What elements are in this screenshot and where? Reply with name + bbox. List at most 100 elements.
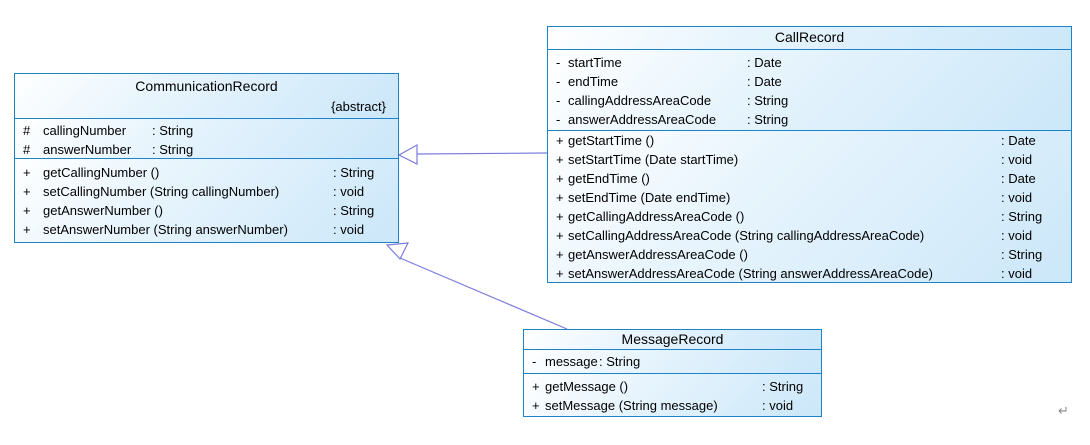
methods-compartment: +getMessage (): String + setMessage (Stri…	[524, 373, 821, 416]
method-return-type: : String	[333, 203, 375, 218]
generalization-triangle-icon	[385, 242, 410, 261]
attribute-name: answerAddressAreaCode	[568, 112, 717, 127]
method-signature: setCallingAddressAreaCode (String callin…	[568, 228, 925, 243]
method-row: + getStartTime () : Date	[548, 131, 1071, 150]
generalization-messagerecord[interactable]	[385, 242, 568, 330]
method-row: + setAnswerNumber (String answerNumber) : …	[15, 220, 398, 239]
method-signature: setCallingNumber (String callingNumber)	[43, 184, 280, 199]
attribute-type: : Date	[747, 55, 782, 70]
attribute-type: : String	[747, 93, 789, 108]
method-row: + setCallingAddressAreaCode (String calli…	[548, 226, 1071, 245]
class-title: CallRecord	[774, 29, 845, 45]
method-return-type: : void	[1001, 152, 1033, 167]
class-call-record[interactable]: CallRecord -startTime: Date -endTime: Da…	[547, 26, 1072, 283]
attribute-name: startTime	[568, 55, 622, 70]
visibility-symbol: +	[556, 152, 564, 167]
method-return-type: : void	[1001, 190, 1033, 205]
method-row: + getCallingNumber () : String	[15, 163, 398, 182]
method-signature: getAnswerNumber ()	[43, 203, 163, 218]
visibility-symbol: +	[23, 222, 31, 237]
method-return-type: : Date	[1001, 133, 1036, 148]
method-signature: setEndTime (Date endTime)	[568, 190, 731, 205]
method-return-type: : void	[1001, 266, 1033, 281]
method-row: + getAnswerNumber () : String	[15, 201, 398, 220]
visibility-symbol: +	[23, 165, 31, 180]
method-row: + setAnswerAddressAreaCode (String answer…	[548, 264, 1071, 282]
visibility-symbol: +	[556, 209, 564, 224]
methods-compartment: + getStartTime () : Date + setStartTime (Da…	[548, 130, 1071, 282]
method-return-type: : Date	[1001, 171, 1036, 186]
method-signature: setAnswerNumber (String answerNumber)	[43, 222, 288, 237]
method-return-type: : String	[1001, 247, 1043, 262]
class-header: MessageRecord	[524, 330, 821, 349]
visibility-symbol: +	[556, 133, 564, 148]
class-message-record[interactable]: MessageRecord -message: String +getMessa…	[523, 329, 822, 417]
visibility-symbol: +	[556, 190, 564, 205]
generalization-callrecord[interactable]	[397, 143, 548, 165]
method-signature: getAnswerAddressAreaCode ()	[568, 247, 748, 262]
visibility-symbol: +	[556, 171, 564, 186]
method-row: +getEndTime (): Date	[548, 169, 1071, 188]
attributes-compartment: -startTime: Date -endTime: Date -calling…	[548, 49, 1071, 130]
visibility-symbol: -	[556, 112, 561, 127]
attribute-row: -message: String	[524, 352, 821, 371]
method-return-type: : void	[333, 184, 365, 199]
visibility-symbol: +	[532, 398, 540, 413]
attribute-name: answerNumber	[43, 142, 132, 157]
visibility-symbol: +	[23, 184, 31, 199]
method-return-type: : String	[762, 379, 804, 394]
visibility-symbol: +	[532, 379, 540, 394]
class-header: CommunicationRecord {abstract}	[15, 74, 398, 118]
attribute-type: : Date	[747, 74, 782, 89]
attribute-type: : String	[152, 123, 194, 138]
attribute-row: -startTime : Date	[548, 53, 1071, 72]
class-title: CommunicationRecord	[135, 78, 278, 94]
attribute-row: # callingNumber : String	[15, 121, 398, 140]
generalization-line[interactable]	[399, 257, 568, 330]
visibility-symbol: +	[556, 266, 564, 281]
attribute-type: : String	[152, 142, 194, 157]
class-stereotype: {abstract}	[331, 99, 386, 114]
attribute-row: -answerAddressAreaCode : String	[548, 110, 1071, 129]
visibility-symbol: -	[556, 74, 561, 89]
method-return-type: : void	[762, 398, 794, 413]
method-return-type: : void	[333, 222, 365, 237]
attributes-compartment: -message: String	[524, 349, 821, 373]
method-return-type: : String	[333, 165, 375, 180]
method-signature: getStartTime ()	[568, 133, 655, 148]
attribute-name: message	[545, 354, 598, 369]
method-signature: setMessage (String message)	[545, 398, 718, 413]
attribute-name: callingAddressAreaCode	[568, 93, 712, 108]
visibility-symbol: +	[556, 247, 564, 262]
visibility-symbol: #	[23, 123, 31, 138]
generalization-triangle-icon	[397, 143, 418, 165]
method-row: +getMessage (): String	[524, 377, 821, 396]
attribute-type: : String	[599, 354, 641, 369]
method-row: + setStartTime (Date startTime) : void	[548, 150, 1071, 169]
visibility-symbol: -	[556, 93, 561, 108]
visibility-symbol: +	[556, 228, 564, 243]
generalization-line[interactable]	[416, 152, 548, 155]
attribute-row: # answerNumber : String	[15, 140, 398, 158]
method-signature: setAnswerAddressAreaCode (String answerA…	[568, 266, 933, 281]
class-communication-record[interactable]: CommunicationRecord {abstract} # callingN…	[14, 73, 399, 243]
method-row: + setMessage (String message) : void	[524, 396, 821, 415]
visibility-symbol: +	[23, 203, 31, 218]
visibility-symbol: -	[532, 354, 537, 369]
attributes-compartment: # callingNumber : String # answerNumber : St…	[15, 118, 398, 158]
method-signature: getCallingNumber ()	[43, 165, 160, 180]
attribute-name: callingNumber	[43, 123, 127, 138]
method-row: + setCallingNumber (String callingNumber)…	[15, 182, 398, 201]
class-title: MessageRecord	[621, 331, 724, 347]
method-signature: setStartTime (Date startTime)	[568, 152, 739, 167]
methods-compartment: + getCallingNumber () : String + setCalling…	[15, 158, 398, 242]
attribute-row: -endTime: Date	[548, 72, 1071, 91]
visibility-symbol: -	[556, 55, 561, 70]
attribute-row: -callingAddressAreaCode : String	[548, 91, 1071, 110]
attribute-type: : String	[747, 112, 789, 127]
method-row: + getAnswerAddressAreaCode () : String	[548, 245, 1071, 264]
visibility-symbol: #	[23, 142, 31, 157]
method-row: + setEndTime (Date endTime) : void	[548, 188, 1071, 207]
